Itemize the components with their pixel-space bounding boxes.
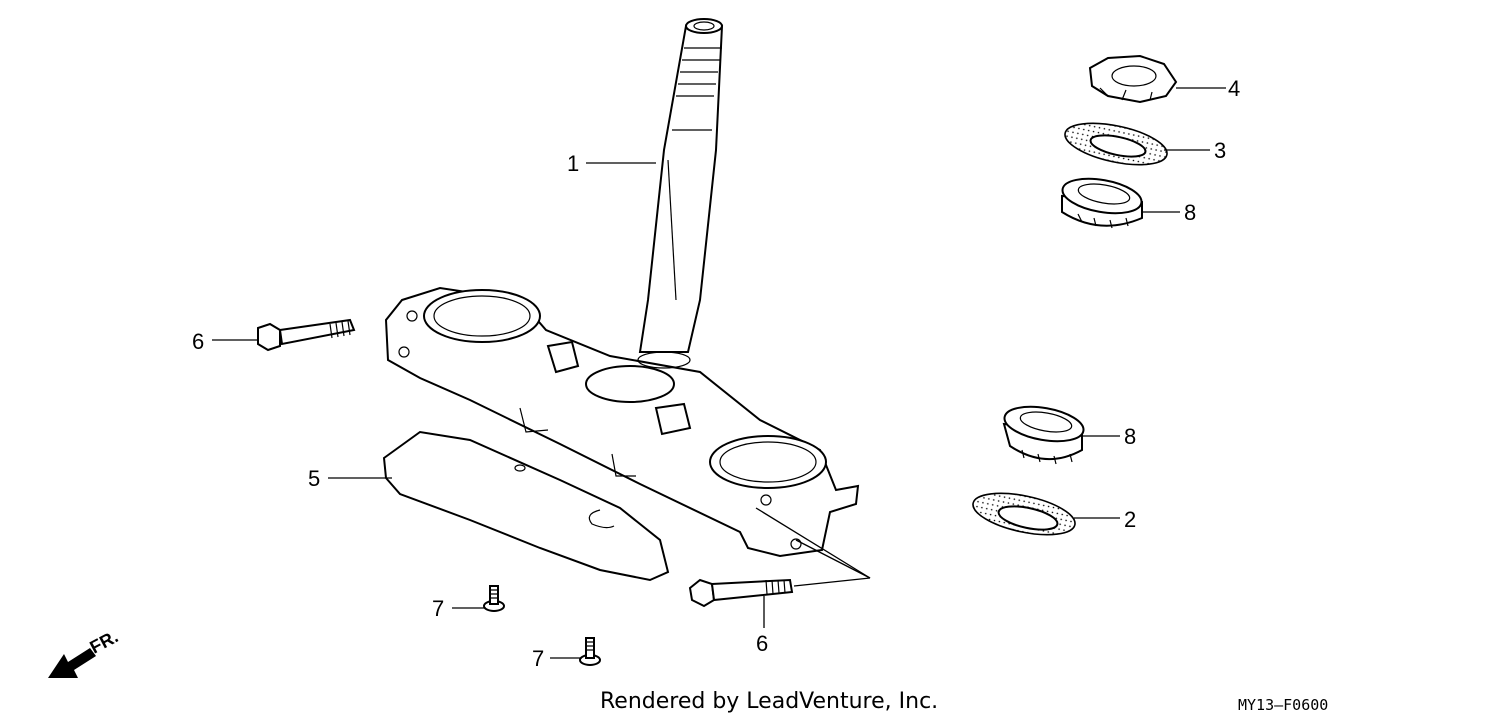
bolt-left: [257, 318, 356, 352]
small-bolt-a: [483, 585, 505, 612]
callout-2: 2: [1124, 507, 1136, 532]
lower-triple-clamp: [384, 286, 860, 558]
bearing-upper: [1061, 177, 1143, 229]
bearing-lower: [1002, 405, 1085, 465]
front-direction-arrow: FR.: [48, 626, 121, 678]
lock-washer: [1088, 54, 1178, 104]
callout-4: 4: [1228, 76, 1240, 101]
diagram-code: MY13–F0600: [1238, 696, 1328, 714]
bolt-bottom: [688, 578, 794, 608]
callout-6-bottom: 6: [756, 631, 768, 656]
callout-3: 3: [1214, 138, 1226, 163]
callout-8-lower: 8: [1124, 424, 1136, 449]
dust-seal: [1064, 122, 1168, 166]
leader-lines: [212, 87, 1226, 659]
lower-race: [972, 492, 1076, 536]
callout-8-upper: 8: [1184, 200, 1196, 225]
guide-plate: [382, 430, 670, 582]
small-bolt-b: [579, 637, 601, 666]
callout-5: 5: [308, 466, 320, 491]
callout-7-b: 7: [532, 646, 544, 671]
steering-stem: [638, 18, 724, 353]
callout-1: 1: [567, 151, 579, 176]
callout-7-a: 7: [432, 596, 444, 621]
callout-6-left: 6: [192, 329, 204, 354]
credit-text: Rendered by LeadVenture, Inc.: [600, 689, 938, 714]
